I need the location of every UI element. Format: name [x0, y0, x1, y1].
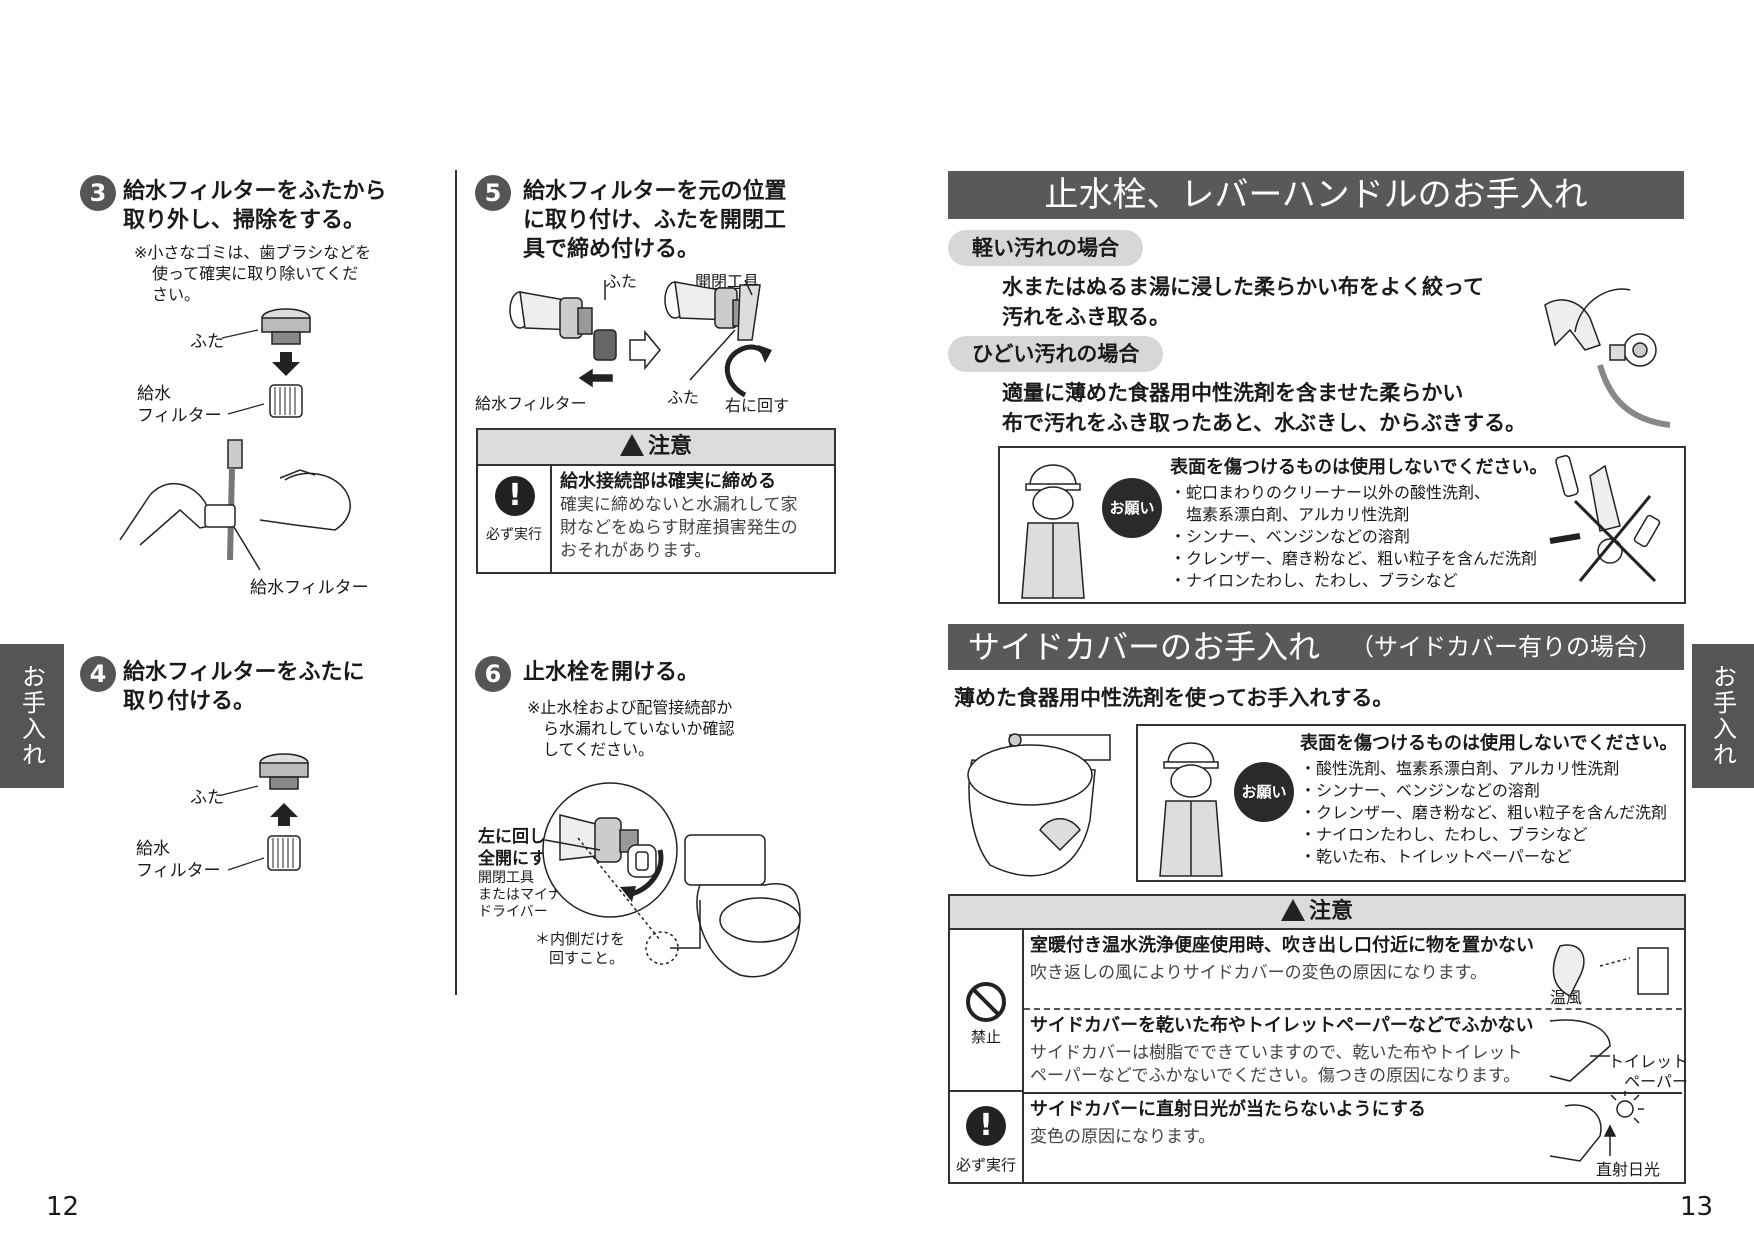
step-3-illustration	[119, 308, 351, 571]
arrow-down-icon	[272, 352, 300, 376]
sun-icon	[1616, 1100, 1634, 1118]
filter-icon	[269, 384, 303, 418]
step-4-illustration	[221, 753, 309, 871]
section-2-header: サイドカバーのお手入れ （サイドカバー有りの場合）	[948, 624, 1684, 670]
caution-1-title: 給水接続部は確実に締める	[560, 471, 776, 492]
list-item: ・酸性洗剤、塩素系漂白剤、アルカリ性洗剤	[1300, 759, 1620, 778]
request-box-1: お願い 表面を傷つけるものは使用しないでください。 ・蛇口まわりのクリーナー以外…	[998, 446, 1686, 604]
step-3-note: ※小さなゴミは、歯ブラシなどを 使って確実に取り除いてくだ さい。	[134, 243, 372, 304]
step-5-number: 5	[475, 175, 511, 211]
request-2-list: ・酸性洗剤、塩素系漂白剤、アルカリ性洗剤 ・シンナー、ベンジンなどの溶剤 ・クレ…	[1300, 758, 1677, 868]
step-4-filter-label: 給水 フィルター	[136, 839, 221, 881]
section-1-header: 止水栓、レバーハンドルのお手入れ	[948, 171, 1684, 219]
faucet-cleaning-illustration	[1544, 288, 1671, 428]
toilet-paper-label: トイレット ペーパー	[1608, 1052, 1689, 1091]
list-item: ・シンナー、ベンジンなどの溶剤	[1170, 527, 1410, 546]
side-tab-left[interactable]: お手入れ	[0, 644, 64, 788]
list-item: ・シンナー、ベンジンなどの溶剤	[1300, 781, 1540, 800]
step-3-number: 3	[80, 175, 116, 211]
warm-air-label: 温風	[1550, 988, 1583, 1007]
arrow-up-icon	[270, 803, 298, 826]
step-3-title: 給水フィルターをふたから 取り外し、掃除をする。	[123, 179, 387, 233]
exclamation-circle-icon: !	[495, 476, 535, 516]
list-item: ・蛇口まわりのクリーナー以外の酸性洗剤、	[1170, 483, 1491, 502]
warning-triangle-icon	[619, 434, 644, 456]
step-5-lid-top-label: ふた	[605, 272, 638, 291]
step-6-note: ※止水栓および配管接続部か ら水漏れしていないか確認 してください。	[527, 698, 735, 759]
step-6-inner-note: ＊内側だけを 回すこと。	[535, 930, 626, 967]
list-item: ・ナイロンたわし、たわし、ブラシなど	[1170, 571, 1458, 590]
step-3-filter-label: 給水 フィルター	[137, 384, 222, 426]
caution-2-header: 注意	[950, 896, 1684, 930]
toilet-side-cover-illustration	[967, 733, 1111, 877]
arrow-left-icon	[578, 368, 613, 388]
caution-box-2: 注意 禁止 ! 必ず実行 室暖付き温水洗浄便座使用時、吹き出し口付近に物を置かな…	[948, 894, 1689, 1184]
arrow-right-icon	[629, 329, 661, 371]
step-6-number: 6	[475, 656, 511, 692]
caution-1-body: 確実に締めないと水漏れして家 財などをぬらす財産損害発生の おそれがあります。	[560, 495, 798, 561]
step-4-lid-label: ふた	[190, 788, 224, 808]
page-number-right: 13	[1680, 1192, 1714, 1222]
request-2-title: 表面を傷つけるものは使用しないでください。	[1300, 733, 1678, 754]
sunlight-label: 直射日光	[1596, 1160, 1661, 1179]
request-1-list: ・蛇口まわりのクリーナー以外の酸性洗剤、 塩素系漂白剤、アルカリ性洗剤 ・シンナ…	[1170, 482, 1547, 592]
heavy-dirt-text: 適量に薄めた食器用中性洗剤を含ませた柔らかい 布で汚れをふき取ったあと、水ぶきし…	[1002, 381, 1527, 435]
step-3-lid-label: ふた	[190, 332, 224, 352]
step-4-title: 給水フィルターをふたに 取り付ける。	[123, 660, 365, 714]
step-5-lid-bottom-label: ふた	[667, 388, 700, 407]
caution-2-row-3: サイドカバーに直射日光が当たらないようにする 変色の原因になります。	[1030, 1099, 1426, 1147]
request-box-2: お願い 表面を傷つけるものは使用しないでください。 ・酸性洗剤、塩素系漂白剤、ア…	[1136, 724, 1686, 882]
exclamation-circle-icon: !	[966, 1106, 1006, 1146]
page-number-left: 12	[46, 1192, 80, 1222]
caution-2-row-2: サイドカバーを乾いた布やトイレットペーパーなどでふかない サイドカバーは樹脂でで…	[1030, 1015, 1534, 1086]
list-item: ・クレンザー、磨き粉など、粗い粒子を含んだ洗剤	[1170, 549, 1538, 568]
step-6-tool-label: 開閉工具 またはマイナス ドライバー	[478, 870, 576, 920]
list-item: ・ナイロンたわし、たわし、ブラシなど	[1300, 825, 1588, 844]
caution-1-icon-cell: ! 必ず実行	[478, 466, 552, 572]
step-5-illustration	[509, 279, 772, 398]
step-6-turn-left-label: 左に回して 全開にする	[478, 827, 564, 869]
light-dirt-label: 軽い汚れの場合	[948, 230, 1143, 266]
light-dirt-text: 水またはぬるま湯に浸した柔らかい布をよく絞って 汚れをふき取る。	[1002, 275, 1484, 329]
step-5-turn-right-label: 右に回す	[725, 396, 790, 415]
section-2-text: 薄めた食器用中性洗剤を使ってお手入れする。	[954, 686, 1394, 710]
side-tab-right[interactable]: お手入れ	[1692, 644, 1754, 788]
caution-2-illustrations	[1549, 944, 1669, 1162]
worker-bowing-icon	[1159, 742, 1223, 877]
prohibited-tools-icon	[1549, 455, 1661, 583]
warning-triangle-icon	[1280, 899, 1305, 921]
step-4-number: 4	[80, 656, 116, 692]
list-item: 塩素系漂白剤、アルカリ性洗剤	[1170, 505, 1410, 524]
list-item: ・クレンザー、磨き粉など、粗い粒子を含んだ洗剤	[1300, 803, 1668, 822]
step-3-filter-wash-label: 給水フィルター	[250, 578, 369, 598]
request-1-title: 表面を傷つけるものは使用しないでください。	[1170, 457, 1548, 478]
heavy-dirt-label: ひどい汚れの場合	[948, 336, 1164, 372]
prohibited-icon	[966, 982, 1006, 1022]
step-6-title: 止水栓を開ける。	[523, 660, 700, 685]
caution-1-header: 注意	[478, 430, 834, 466]
request-badge-2: お願い	[1234, 762, 1294, 822]
request-badge-1: お願い	[1102, 478, 1162, 538]
step-6-illustration	[542, 782, 801, 978]
step-5-filter-label: 給水フィルター	[475, 394, 587, 413]
caution-box-1: 注意 ! 必ず実行 給水接続部は確実に締める 確実に締めないと水漏れして家 財な…	[476, 428, 836, 574]
worker-bowing-icon	[1021, 464, 1085, 599]
caution-2-row-1: 室暖付き温水洗浄便座使用時、吹き出し口付近に物を置かない 吹き返しの風によりサイ…	[1030, 935, 1534, 983]
list-item: ・乾いた布、トイレットペーパーなど	[1300, 847, 1572, 866]
column-divider	[455, 170, 457, 995]
hands-washing-icon	[119, 439, 351, 571]
step-5-title: 給水フィルターを元の位置 に取り付け、ふたを開閉工 具で締め付ける。	[523, 179, 787, 262]
